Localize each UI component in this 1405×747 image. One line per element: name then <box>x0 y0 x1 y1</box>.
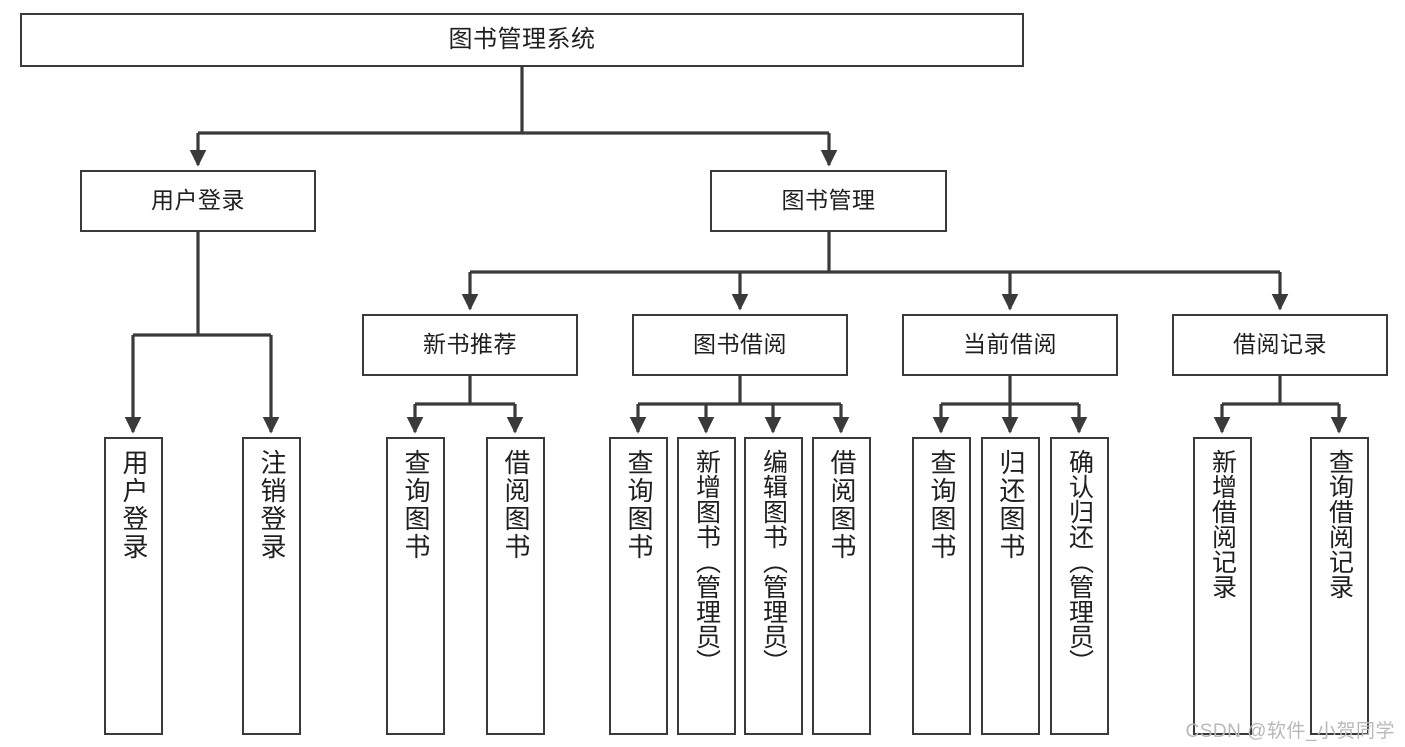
node-leaf-logout-label: 注销登录 <box>257 449 288 561</box>
node-leaf-query-book-3[interactable]: 查询图书 <box>912 437 971 735</box>
node-new-book-rec[interactable]: 新书推荐 <box>362 314 578 376</box>
node-borrow-record[interactable]: 借阅记录 <box>1172 314 1388 376</box>
node-leaf-query-book-1-label: 查询图书 <box>401 449 432 561</box>
node-borrow-record-label: 借阅记录 <box>1233 331 1327 358</box>
node-leaf-add-book[interactable]: 新增图书（管理员） <box>677 437 736 735</box>
node-leaf-query-record[interactable]: 查询借阅记录 <box>1310 437 1369 735</box>
node-leaf-confirm-return[interactable]: 确认归还（管理员） <box>1050 437 1109 735</box>
node-leaf-return-book[interactable]: 归还图书 <box>981 437 1040 735</box>
node-book-borrow[interactable]: 图书借阅 <box>632 314 848 376</box>
node-root-label: 图书管理系统 <box>448 25 596 53</box>
node-leaf-query-book-3-label: 查询图书 <box>927 449 958 561</box>
node-leaf-query-record-label: 查询借阅记录 <box>1325 449 1354 599</box>
node-root[interactable]: 图书管理系统 <box>20 13 1024 67</box>
node-leaf-edit-book[interactable]: 编辑图书（管理员） <box>744 437 803 735</box>
node-leaf-query-book-1[interactable]: 查询图书 <box>386 437 445 735</box>
node-leaf-return-book-label: 归还图书 <box>996 449 1027 561</box>
node-book-manage[interactable]: 图书管理 <box>710 170 947 232</box>
node-leaf-add-record[interactable]: 新增借阅记录 <box>1193 437 1252 735</box>
node-new-book-rec-label: 新书推荐 <box>423 331 517 358</box>
node-current-borrow[interactable]: 当前借阅 <box>902 314 1118 376</box>
node-user-login-label: 用户登录 <box>151 187 245 214</box>
node-leaf-logout[interactable]: 注销登录 <box>242 437 301 735</box>
node-user-login[interactable]: 用户登录 <box>80 170 316 232</box>
node-book-borrow-label: 图书借阅 <box>693 331 787 358</box>
node-leaf-borrow-book-2[interactable]: 借阅图书 <box>812 437 871 735</box>
node-leaf-borrow-book-2-label: 借阅图书 <box>827 449 858 561</box>
node-leaf-borrow-book-1[interactable]: 借阅图书 <box>486 437 545 735</box>
node-leaf-borrow-book-1-label: 借阅图书 <box>501 449 532 561</box>
node-leaf-add-record-label: 新增借阅记录 <box>1208 449 1237 599</box>
node-current-borrow-label: 当前借阅 <box>963 331 1057 358</box>
node-leaf-confirm-return-label: 确认归还（管理员） <box>1065 449 1094 674</box>
node-book-manage-label: 图书管理 <box>781 187 876 214</box>
node-leaf-user-login[interactable]: 用户登录 <box>104 437 163 735</box>
node-leaf-edit-book-label: 编辑图书（管理员） <box>759 449 788 674</box>
node-leaf-query-book-2[interactable]: 查询图书 <box>609 437 668 735</box>
csdn-watermark: CSDN @软件_小贺同学 <box>1185 721 1395 742</box>
node-leaf-user-login-label: 用户登录 <box>119 449 150 561</box>
node-leaf-query-book-2-label: 查询图书 <box>624 449 655 561</box>
node-leaf-add-book-label: 新增图书（管理员） <box>692 449 721 674</box>
